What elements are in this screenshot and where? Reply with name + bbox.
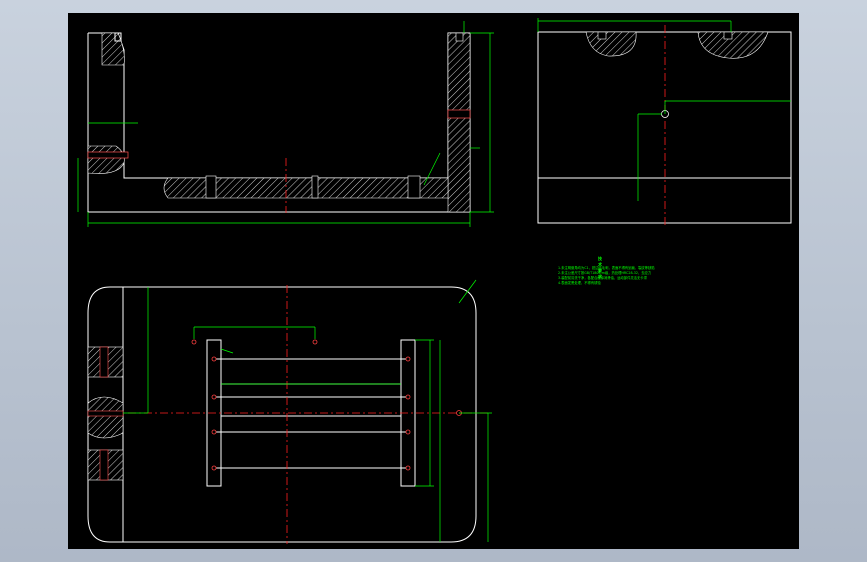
side-pocket-right	[697, 31, 769, 59]
side-outline	[537, 31, 792, 224]
base-slot-3	[407, 175, 421, 199]
right-wall-hatch	[447, 32, 471, 213]
top-dimensions	[123, 279, 492, 542]
base-slot-2	[311, 175, 319, 199]
right-bore	[447, 109, 471, 119]
note-line-3: 3.装配前清洗干净，各配合面涂润滑油，运动部件灵活无卡滞	[558, 276, 647, 280]
right-top-slot	[455, 32, 464, 42]
left-slot	[114, 32, 122, 42]
base-slot-1	[205, 175, 217, 199]
top-view-holes	[191, 339, 462, 471]
side-view[interactable]	[537, 18, 792, 225]
left-bore	[87, 151, 129, 159]
side-pocket-left	[585, 31, 637, 57]
top-left-sections	[87, 346, 124, 481]
front-dimensions	[77, 21, 494, 227]
connecting-rods	[214, 358, 408, 469]
technical-notes-title: 技术要求	[598, 256, 602, 279]
left-pocket-hatch	[87, 145, 125, 174]
note-line-2: 2.未注公差尺寸按GB/T1804-m级，热处理HRC28-32，去应力	[558, 271, 652, 275]
note-line-4: 4.表面发黑处理，不得有锈蚀	[558, 281, 601, 285]
top-view[interactable]	[87, 279, 492, 544]
base-hatch	[163, 177, 449, 199]
side-dimensions	[537, 18, 791, 201]
note-line-1: 1.未注明倒角均为C1，锐边去毛刺，表面不得有划痕、裂纹等缺陷	[558, 266, 655, 270]
top-outline	[87, 286, 477, 543]
front-section-view[interactable]	[77, 21, 494, 227]
drawing-svg	[77, 18, 792, 544]
cad-drawing-canvas[interactable]: 技术要求 1.未注明倒角均为C1，锐边去毛刺，表面不得有划痕、裂纹等缺陷 2.未…	[68, 13, 799, 549]
